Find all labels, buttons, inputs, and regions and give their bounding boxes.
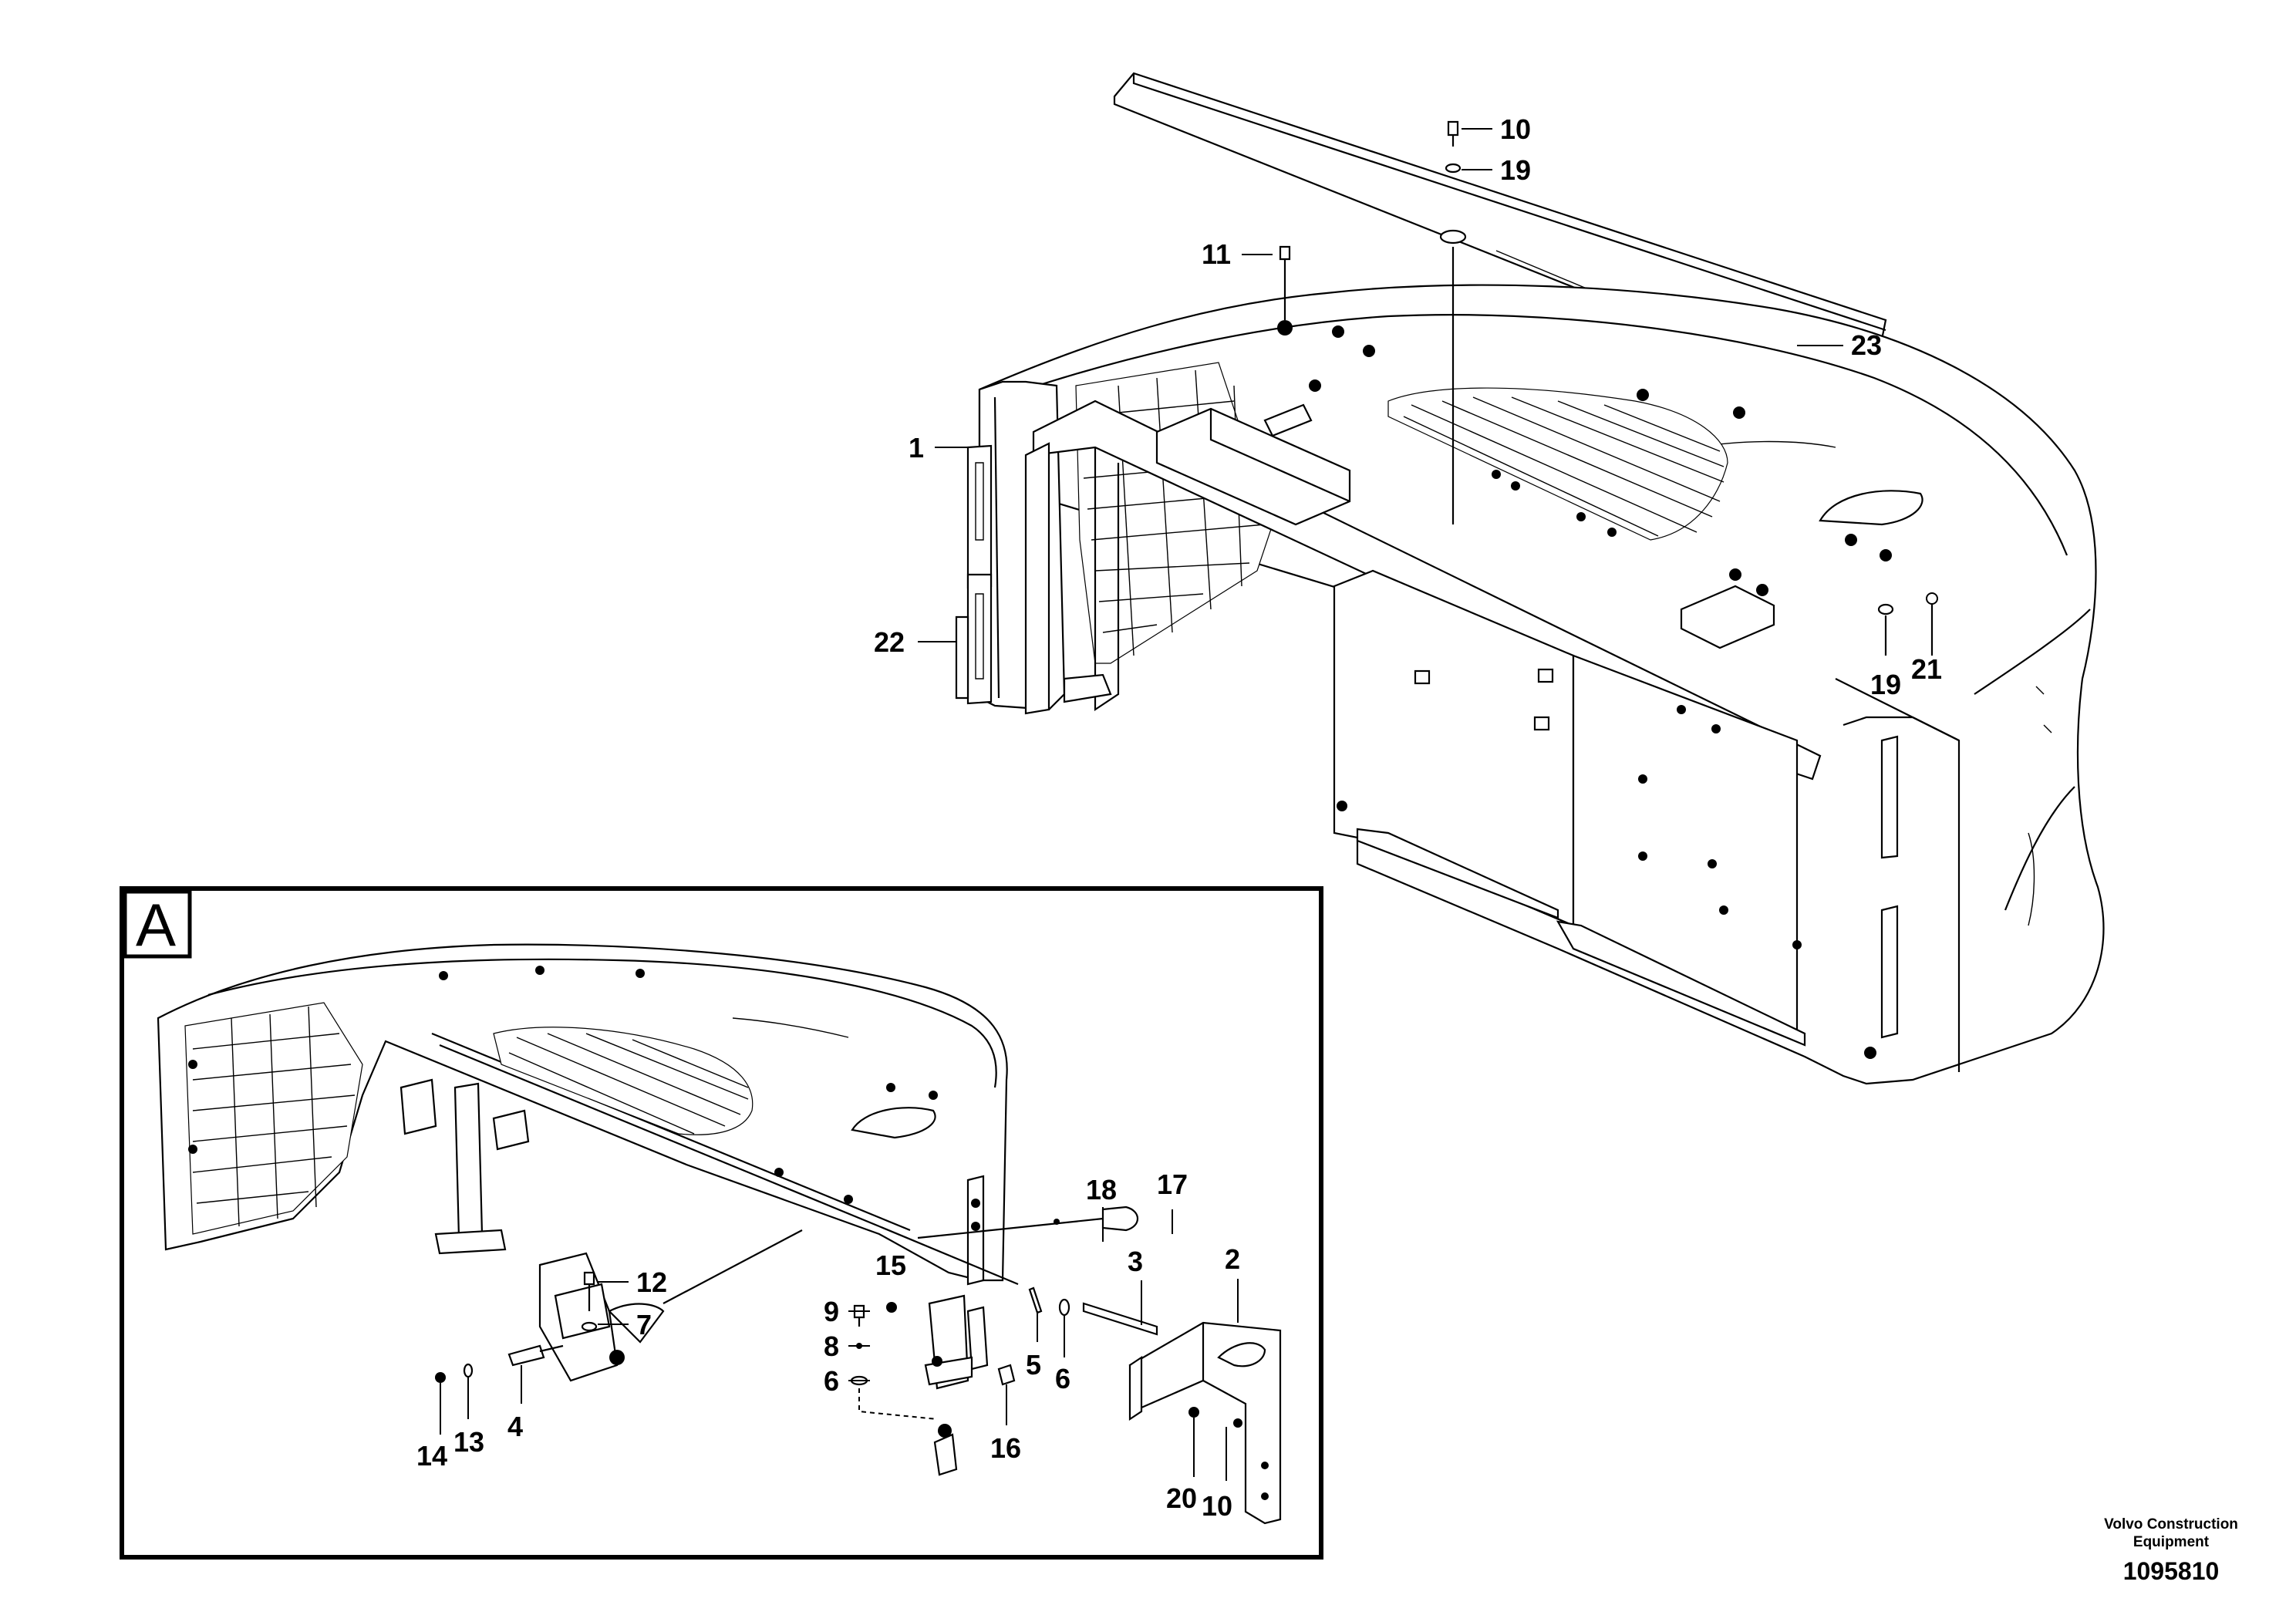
lower-rear-panel [1309, 325, 1899, 1059]
callout-7: 7 [636, 1309, 652, 1340]
main-leaders [918, 128, 1843, 642]
top-mesh-grille [1387, 387, 1728, 541]
hardware-top [1277, 120, 1938, 656]
callout-2: 2 [1225, 1243, 1240, 1275]
detail-inset [120, 886, 1323, 1560]
callout-18: 18 [1086, 1174, 1117, 1206]
brand-line-2: Equipment [2133, 1534, 2210, 1550]
callout-20: 20 [1166, 1482, 1197, 1514]
callout-19-right: 19 [1870, 669, 1901, 700]
callout-14: 14 [416, 1440, 447, 1472]
callout-labels: 10 19 11 23 1 22 19 21 A 12 7 18 17 15 9… [136, 113, 1942, 1522]
latch-assembly-left [435, 1229, 803, 1383]
callout-4: 4 [507, 1411, 523, 1442]
latch-assembly-middle [850, 1294, 1016, 1476]
mounting-bracket [1128, 1321, 1282, 1525]
callout-22: 22 [874, 626, 905, 658]
callout-12: 12 [636, 1266, 667, 1298]
footer-block: Volvo Construction Equipment 1095810 [2104, 1516, 2238, 1585]
inset-hood [157, 943, 1008, 1286]
callout-13: 13 [453, 1426, 484, 1458]
callout-17: 17 [1157, 1168, 1188, 1200]
callout-10-bottom: 10 [1202, 1490, 1232, 1522]
callout-15: 15 [875, 1249, 906, 1281]
callout-19-top: 19 [1500, 154, 1531, 186]
callout-9: 9 [824, 1296, 839, 1327]
callout-8: 8 [824, 1330, 839, 1362]
callout-23: 23 [1851, 329, 1882, 361]
brand-line-1: Volvo Construction [2104, 1516, 2238, 1533]
inset-label-box [123, 889, 192, 959]
release-cable [878, 1206, 1158, 1336]
callout-1: 1 [909, 432, 924, 464]
callout-6-left: 6 [824, 1365, 839, 1397]
inset-leaders [440, 1207, 1239, 1481]
callout-21: 21 [1911, 653, 1942, 685]
main-hood-assembly [918, 72, 2105, 1085]
callout-16: 16 [990, 1432, 1021, 1464]
inset-label: A [136, 891, 176, 959]
drawing-number: 1095810 [2123, 1557, 2220, 1585]
callout-3: 3 [1128, 1246, 1143, 1277]
callout-5: 5 [1026, 1349, 1041, 1381]
callout-11: 11 [1202, 238, 1231, 270]
callout-6-right: 6 [1055, 1363, 1070, 1394]
callout-10-top: 10 [1500, 113, 1531, 145]
